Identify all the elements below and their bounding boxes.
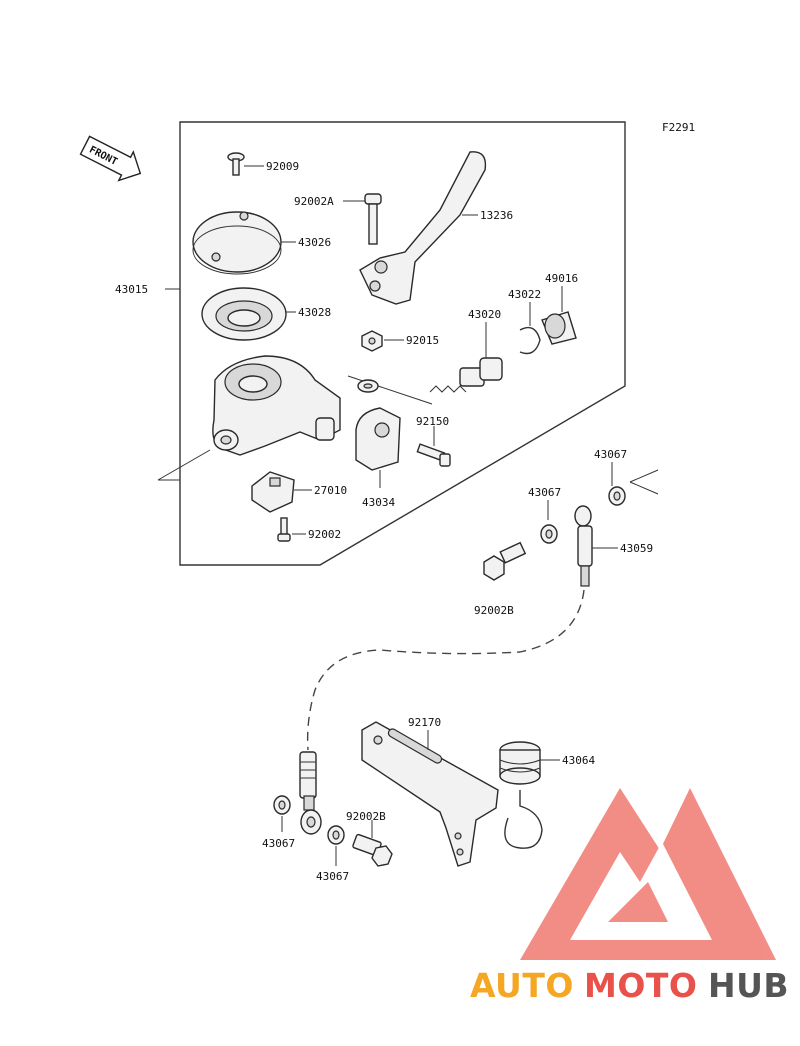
label-27010: 27010	[314, 484, 347, 497]
washer-43067-right	[608, 462, 659, 506]
label-43026: 43026	[298, 236, 331, 249]
triangle-logo-icon	[520, 788, 776, 960]
label-49016: 49016	[545, 272, 578, 285]
circlip-43022	[519, 302, 541, 355]
label-43067-c: 43067	[262, 837, 295, 850]
banjo-bolt-92002B-lower	[352, 820, 393, 867]
piston-assembly-43020	[347, 322, 503, 405]
assembly-boundary	[157, 121, 626, 566]
label-92002A: 92002A	[294, 195, 334, 208]
pivot-bolt-92002A	[343, 193, 382, 245]
label-92015: 92015	[406, 334, 439, 347]
figure-code: F2291	[662, 121, 695, 134]
clamp-43034	[355, 407, 401, 488]
label-92170: 92170	[408, 716, 441, 729]
screw-92002	[277, 517, 306, 542]
master-cylinder-body	[212, 355, 341, 456]
grommet-43064	[499, 741, 560, 785]
label-43034: 43034	[362, 496, 395, 509]
label-43015: 43015	[115, 283, 148, 296]
label-43067-a: 43067	[594, 448, 627, 461]
dust-boot-49016	[541, 286, 577, 345]
label-13236: 13236	[480, 209, 513, 222]
label-92002B-a: 92002B	[474, 604, 514, 617]
washer-43067-lower-mid	[327, 825, 345, 866]
label-92002: 92002	[308, 528, 341, 541]
automotohub-logo: AUTO MOTO HUB	[470, 788, 789, 1005]
label-43059: 43059	[620, 542, 653, 555]
banjo-bolt-92002B-upper	[483, 541, 527, 581]
label-43067-d: 43067	[316, 870, 349, 883]
hose-fitting-43059	[574, 505, 618, 587]
clamp-bolt-92150	[416, 426, 451, 467]
hose-fitting-lower	[299, 751, 322, 835]
diaphragm-43028	[201, 287, 296, 341]
washer-43067-mid	[540, 500, 558, 544]
screw-92009	[227, 152, 264, 176]
hose-clip	[504, 790, 543, 849]
label-43022: 43022	[508, 288, 541, 301]
washer-43067-lower-left	[273, 795, 291, 832]
brake-switch-27010	[251, 471, 312, 513]
bracket-92170	[361, 721, 499, 867]
label-43028: 43028	[298, 306, 331, 319]
brake-lever-13236	[359, 151, 487, 305]
nut-92015	[361, 330, 404, 352]
label-43020: 43020	[468, 308, 501, 321]
logo-auto: AUTO	[470, 966, 574, 1005]
logo-moto: MOTO	[584, 966, 697, 1005]
label-43067-b: 43067	[528, 486, 561, 499]
clamp-washer	[357, 379, 379, 393]
label-43064: 43064	[562, 754, 595, 767]
front-arrow-icon: FRONT	[79, 135, 142, 182]
logo-hub: HUB	[708, 966, 789, 1005]
label-92009: 92009	[266, 160, 299, 173]
brake-hose-path	[306, 589, 585, 751]
label-92002B-b: 92002B	[346, 810, 386, 823]
label-92150: 92150	[416, 415, 449, 428]
reservoir-cap-43026	[192, 211, 296, 275]
